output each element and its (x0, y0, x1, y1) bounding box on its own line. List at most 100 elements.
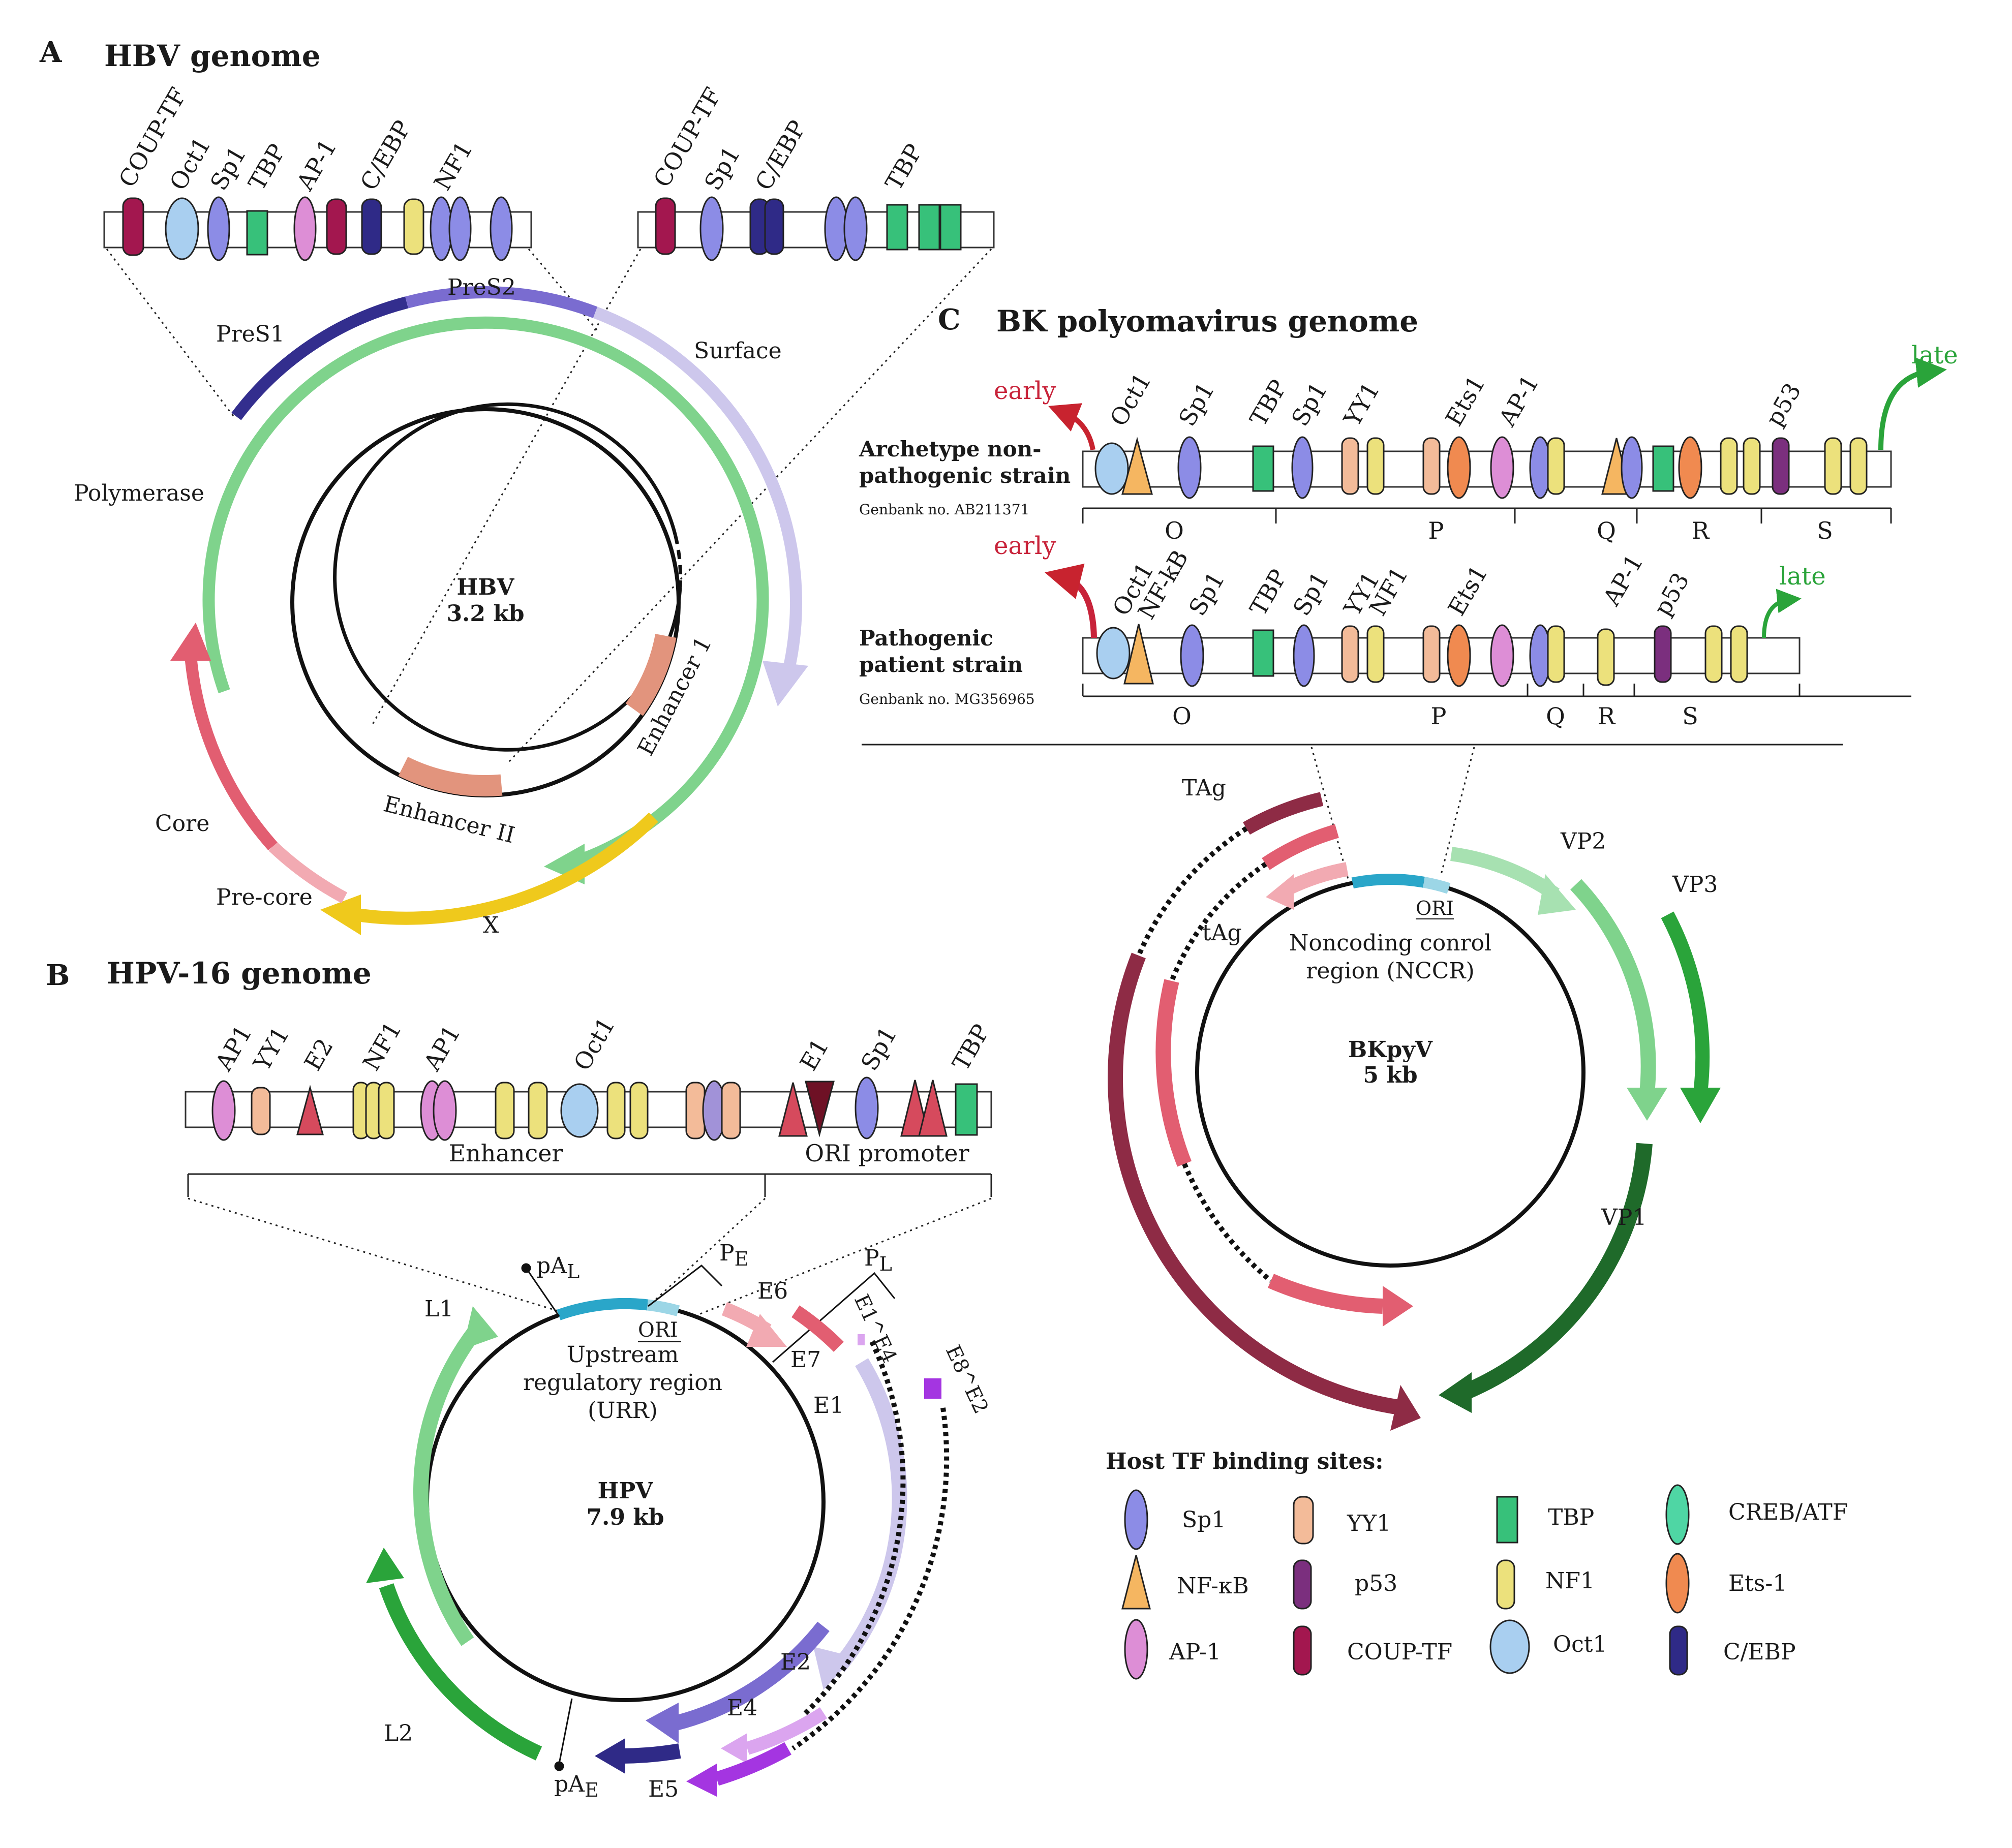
tf-label: p53 (1760, 378, 1807, 430)
legend-tbp-symbol (1496, 1496, 1518, 1544)
block-label: Q (1597, 517, 1616, 544)
panel-b-hpv: B HPV-16 genome (46, 956, 995, 1802)
pathogenic-block-brackets (862, 684, 1911, 746)
bk-vp2-arrowhead (1538, 874, 1576, 915)
bk-tag-mid-splice2 (1182, 1163, 1273, 1283)
hbv-box1-sites (122, 196, 513, 261)
hpv-e6-label: E6 (757, 1278, 788, 1304)
bk-tag-mid-splice (1169, 861, 1267, 982)
hpv-l2-arrowhead (366, 1548, 404, 1583)
hpv-pe-label: PE (719, 1240, 748, 1270)
hbv-core-label: Core (155, 811, 209, 837)
panel-c-letter: C (938, 303, 961, 336)
archetype-late-arrow (1878, 357, 1947, 450)
hpv-l1-arc (413, 1316, 489, 1646)
hpv-urr-line2: regulatory region (523, 1370, 722, 1396)
tf-label: AP-1 (291, 134, 342, 195)
legend-creb-label: CREB/ATF (1728, 1499, 1848, 1525)
tf-label: Sp1 (856, 1022, 902, 1075)
hpv-pl-label: PL (864, 1245, 892, 1275)
hpv-e5-arrowhead (595, 1738, 625, 1774)
hbv-pres1-label: PreS1 (216, 321, 285, 347)
hbv-box1-labels: COUP-TF Oct1 Sp1 TBP AP-1 C/EBP NF1 (113, 83, 478, 195)
bk-vp3-arrowhead (1680, 1088, 1721, 1123)
pathogenic-late-label: late (1779, 562, 1826, 591)
legend-p53-label: p53 (1355, 1570, 1397, 1596)
hpv-pae-label: pAE (554, 1771, 599, 1801)
legend-couptf-label: COUP-TF (1347, 1639, 1452, 1665)
hpv-e2-label: E2 (780, 1649, 811, 1675)
archetype-genbank: Genbank no. AB211371 (859, 501, 1029, 518)
pathogenic-genbank: Genbank no. MG356965 (859, 691, 1035, 707)
tf-label: C/EBP (750, 115, 811, 195)
tf-label: YY1 (1338, 378, 1385, 432)
tf-label: YY1 (248, 1022, 294, 1076)
bk-tag-small-arrowhead (1266, 874, 1294, 910)
bk-tag-mid-exon1 (1262, 824, 1339, 870)
hpv-e2-arrowhead (646, 1703, 679, 1743)
archetype-labels: Oct1 Sp1 TBP Sp1 YY1 Ets1 AP-1 p53 (1105, 368, 1807, 431)
legend-symbols (1121, 1484, 1690, 1680)
archetype-block-brackets (1082, 507, 1892, 523)
archetype-block-labels: O P Q R S (1165, 517, 1833, 544)
tf-label: NF1 (429, 137, 478, 195)
hpv-e1e4-exon (858, 1334, 865, 1345)
hbv-x-label: X (483, 912, 499, 938)
bk-vp3-inner-arrowhead (1627, 1088, 1667, 1121)
hpv-pl-main: P (864, 1245, 879, 1271)
hbv-box2-labels: COUP-TF Sp1 C/EBP TBP (648, 83, 928, 195)
tf-label: TBP (1244, 565, 1292, 621)
pathogenic-late-arrow (1762, 589, 1802, 638)
hbv-x-arrowhead (320, 895, 361, 935)
hpv-e1e4-splice (801, 1340, 906, 1717)
archetype-line2: pathogenic strain (859, 463, 1071, 488)
hbv-x-arc (354, 812, 658, 925)
hpv-pal-label: pAL (536, 1253, 580, 1283)
hpv-e8e2-exon (924, 1378, 941, 1399)
legend-ets1-label: Ets-1 (1728, 1570, 1787, 1596)
hpv-l1-label: L1 (424, 1296, 453, 1322)
tf-label: NF1 (357, 1017, 407, 1075)
panel-b-letter: B (46, 959, 70, 992)
hpv-e8e2-label: E8^E2 (941, 1342, 993, 1418)
tf-label: p53 (1649, 568, 1695, 620)
hpv-pe-main: P (719, 1240, 735, 1266)
bk-labels: BKpyV 5 kb Noncoding conrol region (NCCR… (1182, 775, 1718, 1230)
tf-label: Sp1 (1173, 377, 1220, 430)
hpv-pal-main: pA (536, 1253, 567, 1279)
bk-strain-labels: Archetype non- pathogenic strain Genbank… (859, 437, 1071, 707)
bk-nccr-block (1351, 874, 1425, 889)
hbv-surface-arrowhead (763, 661, 808, 706)
tf-label: AP1 (418, 1021, 466, 1076)
hbv-core-arrowhead (170, 623, 211, 661)
hpv-urr-line1: Upstream (567, 1342, 679, 1368)
legend-nf1-symbol (1496, 1559, 1515, 1610)
tf-label: TBP (243, 139, 291, 195)
hbv-inner-strand (333, 402, 682, 752)
hbv-pres2-label: PreS2 (447, 274, 516, 300)
hbv-polymerase-label: Polymerase (74, 480, 204, 506)
hpv-l2-label: L2 (384, 1720, 413, 1746)
block-label: O (1172, 702, 1192, 730)
archetype-line1: Archetype non- (859, 437, 1042, 461)
pathogenic-early-label: early (994, 532, 1056, 560)
hpv-pae-sub: E (585, 1779, 599, 1801)
legend-creb-symbol (1665, 1484, 1690, 1545)
hpv-labels: HPV 7.9 kb Upstream regulatory region (U… (384, 1240, 993, 1802)
hbv-precore-label: Pre-core (216, 884, 313, 910)
hpv-e7-arc (791, 1305, 844, 1352)
hpv-e5-arc (622, 1743, 681, 1764)
hbv-projection-lines (106, 248, 992, 763)
bk-vp1-arc (1460, 1143, 1653, 1400)
legend-sp1-label: Sp1 (1182, 1507, 1226, 1533)
pathogenic-line1: Pathogenic (859, 626, 993, 651)
hpv-e1-label: E1 (813, 1393, 844, 1419)
legend-nf1-label: NF1 (1545, 1568, 1595, 1594)
hpv-e2-arc (674, 1621, 830, 1731)
legend-nfkb-symbol (1121, 1555, 1151, 1610)
hbv-enhancer-1-block (625, 633, 677, 716)
tf-label: TBP (947, 1020, 995, 1075)
hbv-box2-sites (655, 196, 962, 261)
block-label: Q (1546, 702, 1565, 730)
legend-ap1-label: AP-1 (1169, 1639, 1221, 1665)
